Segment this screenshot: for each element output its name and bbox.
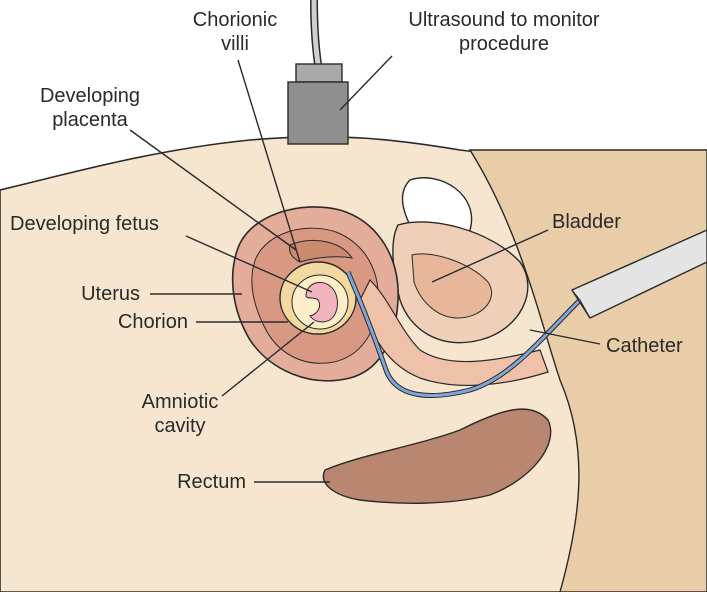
leader-chorionic-villi xyxy=(237,59,301,263)
ultrasound-probe xyxy=(287,0,349,145)
label-developing-placenta: Developing placenta xyxy=(20,84,160,132)
catheter-tube-fill xyxy=(346,271,582,397)
leader-ultrasound xyxy=(339,55,393,111)
label-ultrasound-line2: procedure xyxy=(458,33,550,55)
vaginal-canal xyxy=(359,278,549,386)
label-catheter: Catheter xyxy=(606,335,683,357)
label-ultrasound-line1: Ultrasound to monitor xyxy=(408,9,600,31)
label-amniotic-cavity-line2: cavity xyxy=(154,415,206,437)
label-chorionic-villi-line2: villi xyxy=(221,33,249,55)
leader-bladder xyxy=(431,229,549,283)
label-amniotic-cavity-line1: Amniotic xyxy=(141,391,219,413)
label-ultrasound: Ultrasound to monitor procedure xyxy=(388,8,620,56)
leader-developing-fetus xyxy=(185,235,313,293)
label-rectum: Rectum xyxy=(177,471,246,493)
placenta xyxy=(289,239,354,263)
rectum-organ xyxy=(322,408,552,504)
leader-catheter xyxy=(529,329,601,345)
label-uterus: Uterus xyxy=(81,283,140,305)
catheter-handle xyxy=(570,229,707,319)
leader-amniotic-cavity xyxy=(221,321,315,397)
label-developing-fetus: Developing fetus xyxy=(10,213,159,235)
label-bladder: Bladder xyxy=(552,211,621,233)
label-amniotic-cavity: Amniotic cavity xyxy=(120,390,240,438)
label-chorionic-villi: Chorionic villi xyxy=(170,8,300,56)
fetus xyxy=(305,281,338,323)
label-chorion: Chorion xyxy=(117,311,188,333)
label-developing-placenta-line2: placenta xyxy=(52,109,128,131)
label-chorionic-villi-line1: Chorionic xyxy=(192,9,278,31)
bladder-lumen xyxy=(411,253,493,319)
label-developing-placenta-line1: Developing xyxy=(39,85,141,107)
leader-developing-placenta xyxy=(129,129,297,251)
